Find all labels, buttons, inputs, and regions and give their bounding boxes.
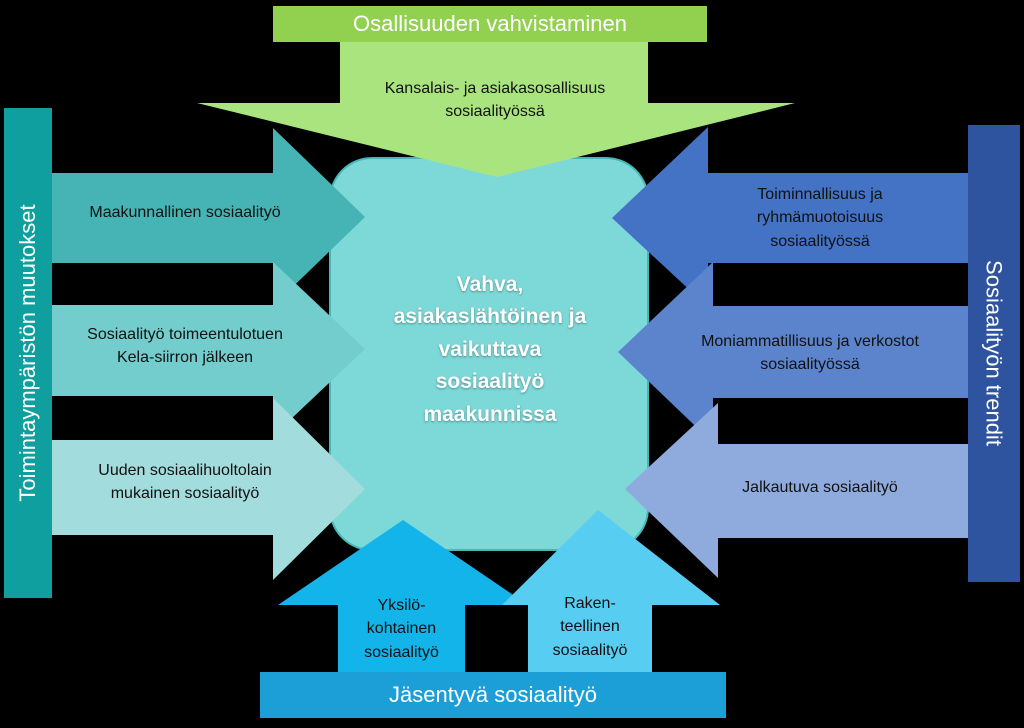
right-arrow-3 [625,403,970,578]
bottom-title: Jäsentyvä sosiaalityö [389,682,597,708]
right-arrow-2 [618,262,970,443]
left-arrow-1-label: Maakunnallinen sosiaalityö [89,204,281,222]
right-arrow-3-label: Jalkautuva sosiaalityö [742,479,898,497]
right-bar-title: Sosiaalityön trendit [981,260,1007,446]
left-arrow-3-label: Uuden sosiaalihuoltolain mukainen sosiaa… [98,461,272,502]
right-arrow-2-label: Moniammatillisuus ja verkostot sosiaalit… [701,332,919,373]
right-arrow-1 [612,127,970,307]
bottom-arrow-2-label: Raken- teellinen sosiaalityö [552,595,628,659]
top-arrow-label: Kansalais- ja asiakasosallisuus sosiaali… [384,79,606,120]
left-title-bar [4,108,52,598]
bottom-title-bar [260,672,726,718]
top-title-bar [273,6,707,42]
left-arrow-1 [52,128,365,306]
right-title-bar [968,125,1020,582]
left-arrow-2 [52,262,365,436]
center-label: Vahva, asiakaslähtöinen ja vaikuttava so… [393,272,587,426]
bottom-arrow-2 [502,510,720,672]
left-arrow-3 [52,398,365,580]
left-bar-title: Toimintaympäristön muutokset [15,204,40,502]
bottom-arrow-1 [278,520,528,672]
top-title: Osallisuuden vahvistaminen [353,11,627,37]
bottom-arrow-1-label: Yksilö- kohtainen sosiaalityö [364,597,439,661]
right-arrow-1-label: Toiminnallisuus ja ryhmämuotoisuus sosia… [756,186,884,250]
top-arrow [197,42,795,177]
left-arrow-2-label: Sosiaalityö toimeentulotuen Kela-siirron… [87,325,283,366]
